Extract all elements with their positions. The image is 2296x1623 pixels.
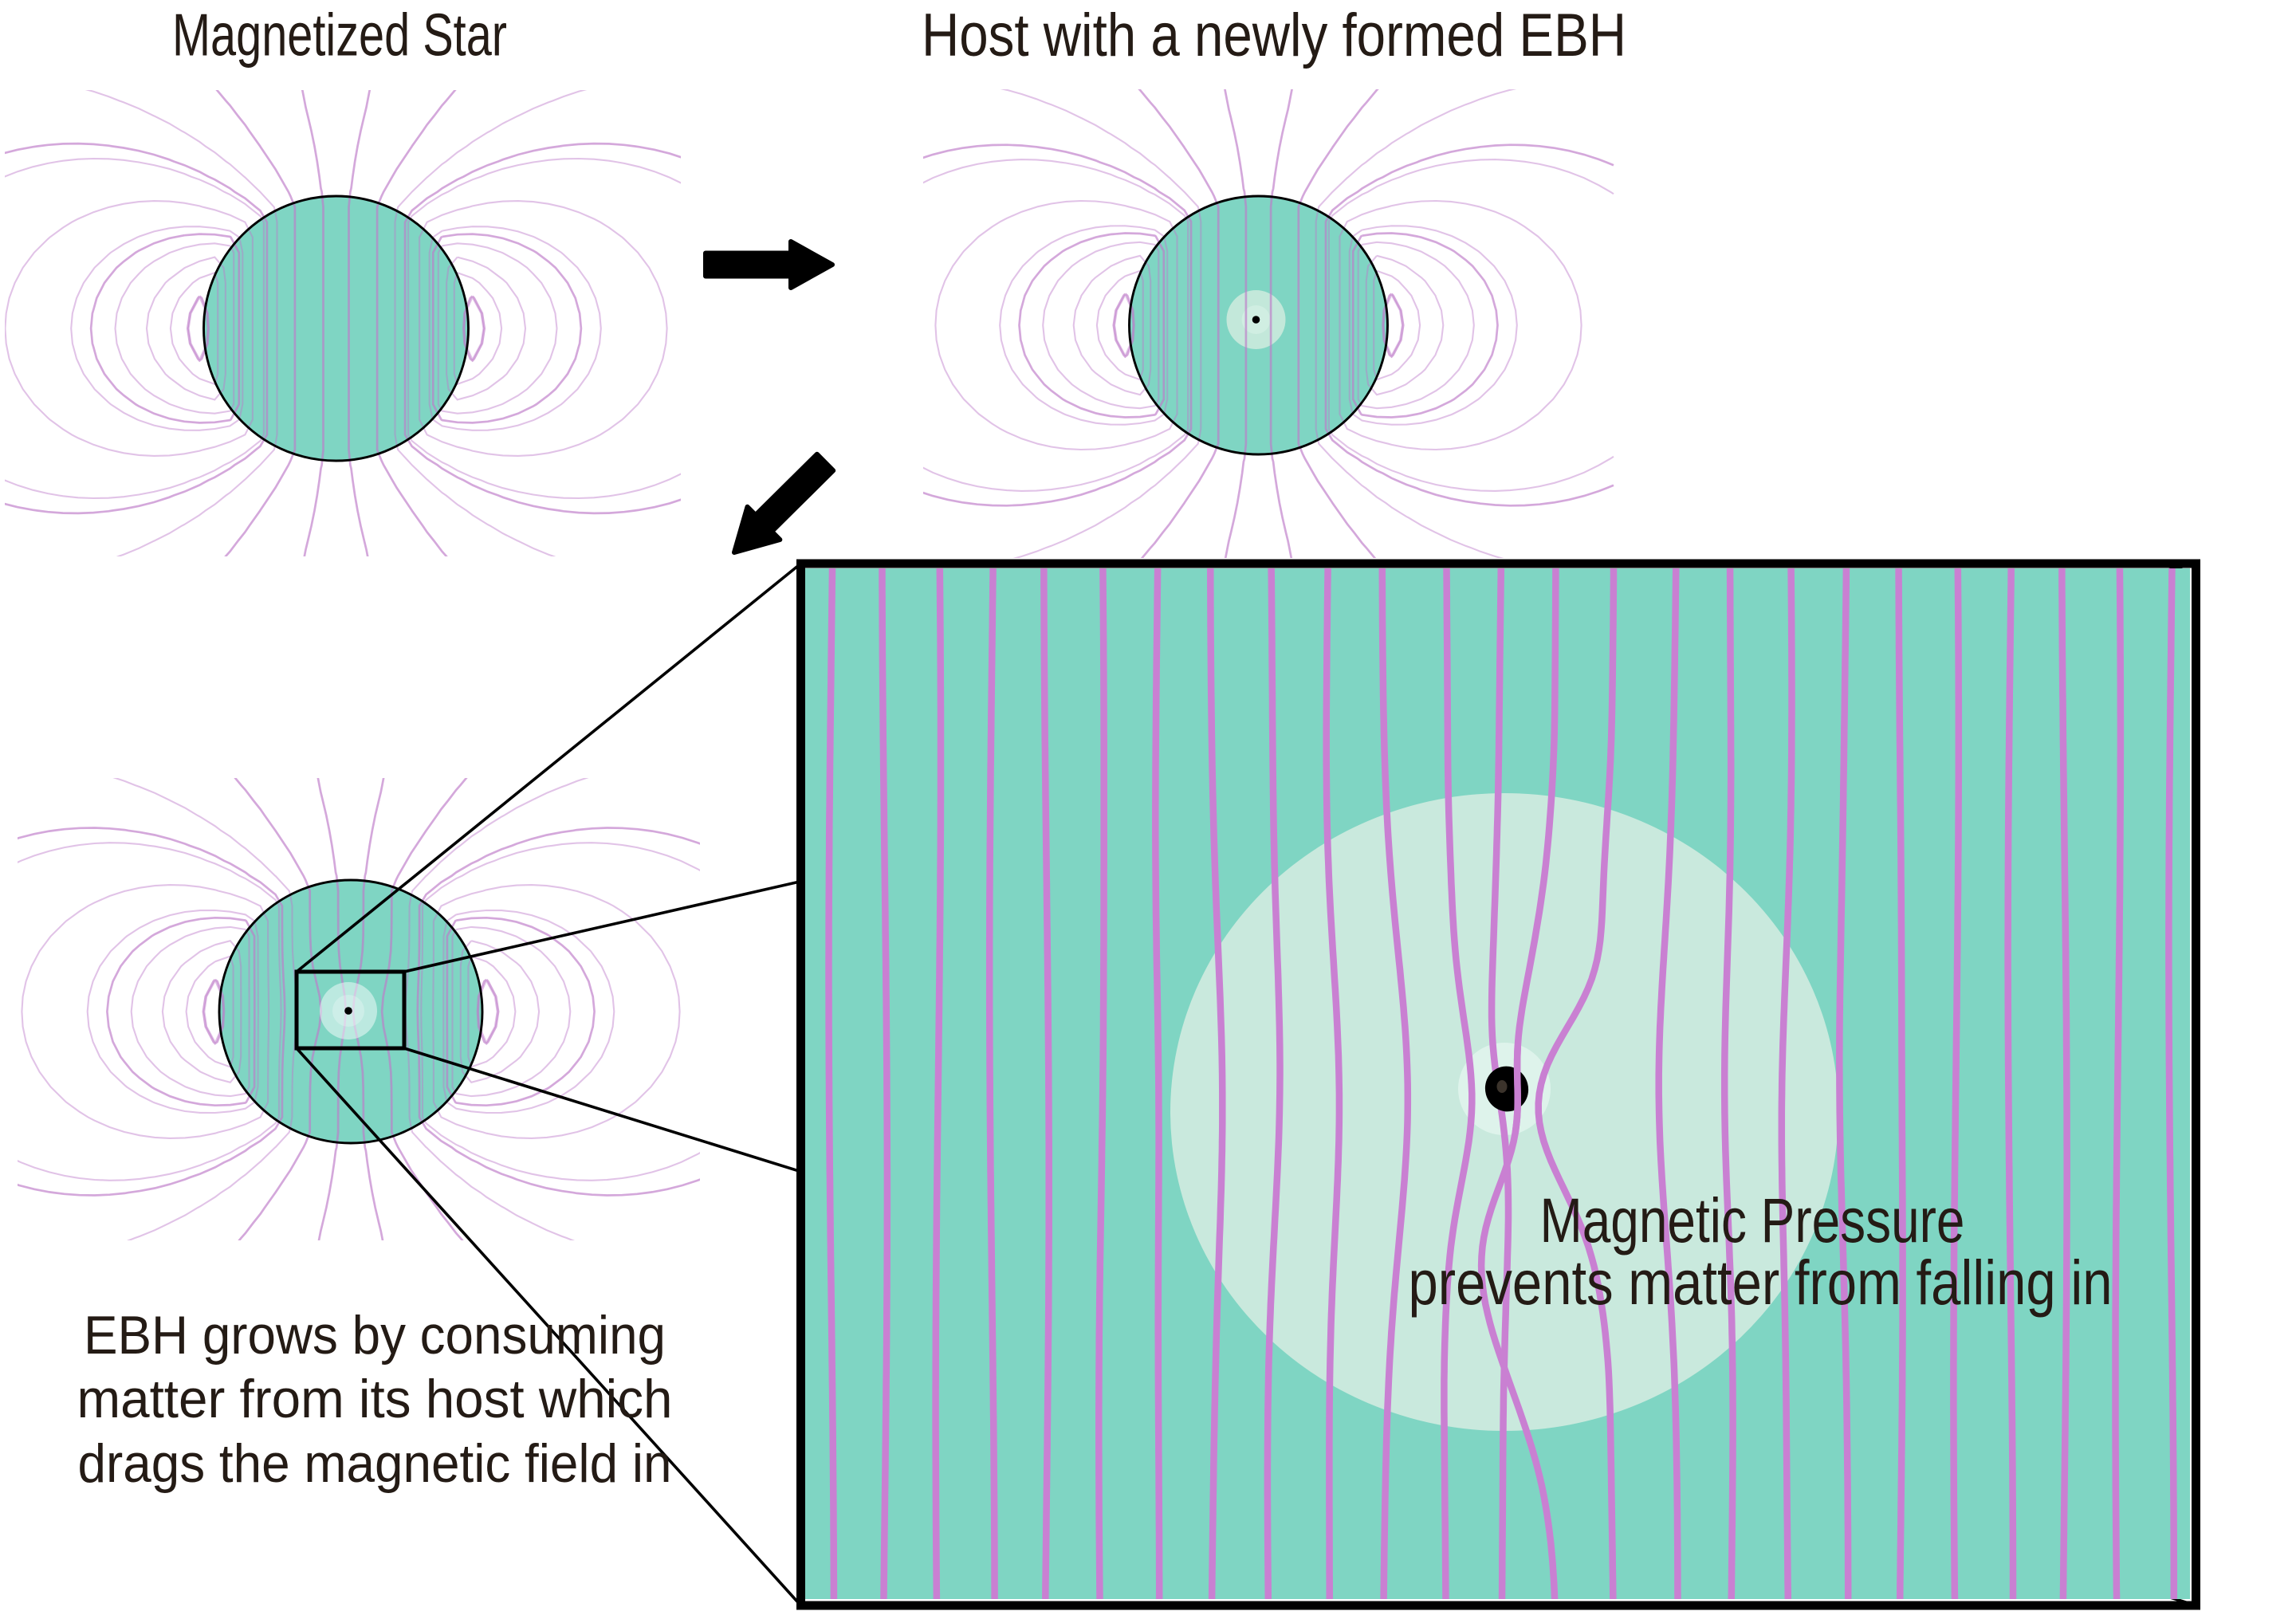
svg-text:prevents matter from falling i: prevents matter from falling in — [1409, 1247, 2113, 1318]
svg-text:drags the magnetic field in: drags the magnetic field in — [78, 1433, 672, 1494]
svg-text:Host with a newly formed EBH: Host with a newly formed EBH — [922, 2, 1626, 69]
svg-text:Magnetized Star: Magnetized Star — [172, 2, 507, 69]
svg-text:Magnetic Pressure: Magnetic Pressure — [1540, 1185, 1965, 1256]
svg-text:EBH grows by consuming: EBH grows by consuming — [84, 1305, 666, 1366]
svg-text:matter from its host which: matter from its host which — [77, 1369, 673, 1429]
